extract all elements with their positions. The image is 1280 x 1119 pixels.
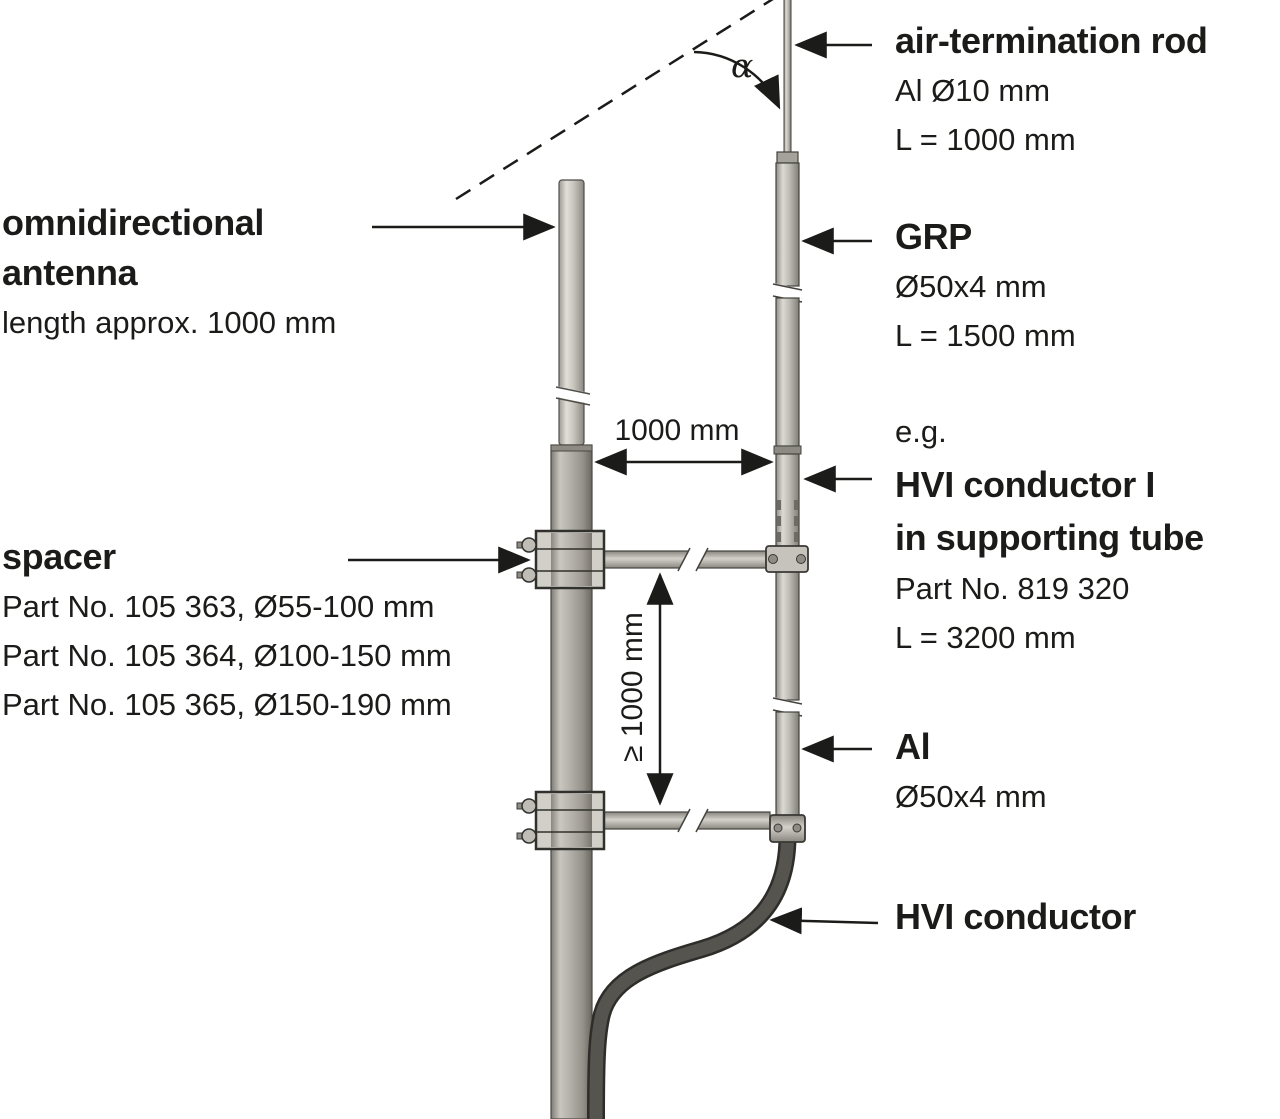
grp-supporting-tube [772, 162, 803, 819]
spacer-title: spacer [2, 536, 116, 577]
spacer-part-1: Part No. 105 363, Ø55-100 mm [2, 589, 435, 624]
air-termination-rod [776, 0, 799, 164]
spacer-clamp-upper [516, 529, 606, 590]
hvi-supporting-tube-spec-2: L = 3200 mm [895, 620, 1076, 655]
hvi-conductor-leader-arrow [769, 907, 879, 935]
hvi-conductor-label: HVI conductor [895, 892, 1136, 942]
al-spec-1: Ø50x4 mm [895, 779, 1047, 814]
omnidirectional-antenna-rod [555, 179, 591, 446]
air-termination-rod-title: air-termination rod [895, 20, 1208, 61]
antenna-title-line1: omnidirectional [2, 202, 265, 243]
dimension-vertical-label: ≥ 1000 mm [616, 612, 649, 762]
spacer-part-3: Part No. 105 365, Ø150-190 mm [2, 687, 452, 722]
grp-spec-2: L = 1500 mm [895, 318, 1076, 353]
grp-label: GRP Ø50x4 mm L = 1500 mm [895, 212, 1076, 360]
hvi-supporting-tube-title-line2: in supporting tube [895, 517, 1204, 558]
spacer-arm-lower [601, 808, 771, 833]
angle-arc-arrow [693, 50, 781, 110]
protection-angle-dashed-line [455, 0, 774, 201]
hvi-supporting-tube-spec-1: Part No. 819 320 [895, 571, 1130, 606]
air-termination-rod-spec-1: Al Ø10 mm [895, 73, 1051, 108]
antenna-label: omnidirectional antenna length approx. 1… [2, 198, 336, 347]
antenna-subtitle: length approx. 1000 mm [2, 305, 337, 340]
spacer-arm-upper [601, 545, 809, 573]
protection-angle-label: α [731, 46, 754, 85]
dimension-horizontal-label: 1000 mm [614, 414, 740, 447]
spacer-clamp-lower [516, 790, 606, 851]
al-title: Al [895, 726, 931, 767]
spacer-label: spacer Part No. 105 363, Ø55-100 mm Part… [2, 532, 452, 729]
grp-title: GRP [895, 216, 972, 257]
hvi-supporting-tube-label: e.g. HVI conductor I in supporting tube … [895, 406, 1204, 662]
air-termination-rod-spec-2: L = 1000 mm [895, 122, 1076, 157]
al-tube-end-fitting [769, 814, 806, 843]
al-tube [775, 711, 800, 819]
al-label: Al Ø50x4 mm [895, 722, 1047, 821]
hvi-conductor-title: HVI conductor [895, 896, 1136, 937]
hvi-supporting-tube-prefix: e.g. [895, 414, 947, 449]
hvi-conductor-cable [587, 835, 797, 1119]
antenna-title-line2: antenna [2, 252, 138, 293]
air-termination-rod-label: air-termination rod Al Ø10 mm L = 1000 m… [895, 16, 1208, 164]
hvi-supporting-tube-title-line1: HVI conductor I [895, 464, 1156, 505]
spacer-part-2: Part No. 105 364, Ø100-150 mm [2, 638, 452, 673]
grp-spec-1: Ø50x4 mm [895, 269, 1047, 304]
